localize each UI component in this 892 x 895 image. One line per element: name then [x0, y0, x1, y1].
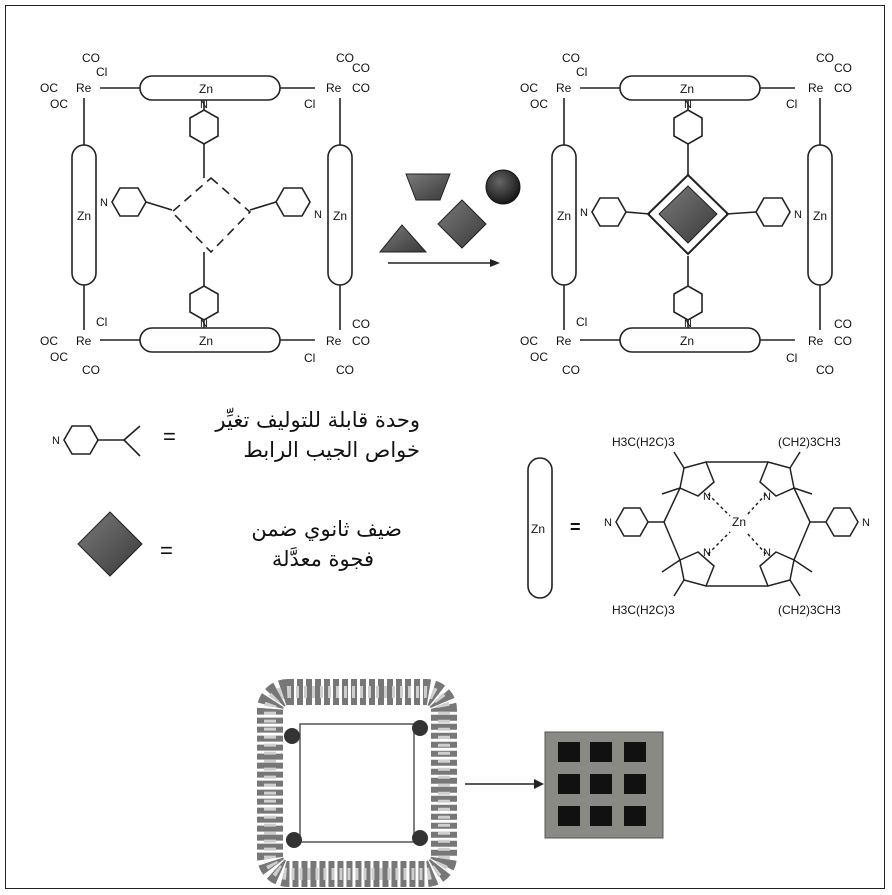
cl-label: Cl	[304, 351, 315, 365]
n-label: N	[100, 197, 108, 209]
guest-shapes	[378, 169, 521, 267]
oc-label: OC	[50, 97, 68, 111]
n-label: N	[200, 318, 208, 330]
zn-label: Zn	[77, 209, 91, 223]
oc-label: OC	[50, 350, 68, 364]
n-label: N	[862, 517, 870, 529]
sphere-guest	[485, 169, 521, 205]
triangle-guest	[378, 224, 428, 253]
co-label: CO	[352, 61, 370, 75]
zn-label: Zn	[199, 82, 213, 96]
co-label: CO	[82, 51, 100, 65]
butyl-substituent-label: H3C(H2C)3	[612, 435, 675, 449]
zn-label: Zn	[531, 522, 545, 536]
n-label: N	[703, 491, 711, 503]
left-assembly	[71, 75, 353, 353]
co-label: CO	[562, 363, 580, 377]
re-label: Re	[556, 81, 572, 95]
zn-label: Zn	[680, 82, 694, 96]
cl-label: Cl	[786, 351, 797, 365]
cl-label: Cl	[576, 315, 587, 329]
butyl-substituent-label: (CH2)3CH3	[778, 603, 841, 617]
diamond-guest	[437, 199, 487, 249]
zn-label: Zn	[333, 209, 347, 223]
re-label: Re	[326, 334, 342, 348]
zn-rod-legend	[527, 457, 553, 599]
co-label: CO	[336, 363, 354, 377]
linker-description-line1: وحدة قابلة للتوليف تغيِّر	[215, 408, 420, 432]
co-label: CO	[352, 334, 370, 348]
arrow-to-micrograph	[534, 779, 544, 789]
zn-label: Zn	[680, 334, 694, 348]
guest-description-line2: فجوة معدَّلة	[271, 547, 374, 571]
co-label: CO	[834, 334, 852, 348]
oc-label: OC	[530, 350, 548, 364]
reaction-arrow-head	[490, 259, 500, 267]
right-assembly-labels: Zn Zn Zn Zn N N N N Re CO Cl OC OC Re CO…	[520, 51, 852, 377]
figure-frame	[5, 5, 885, 889]
butyl-substituent-label: (CH2)3CH3	[778, 435, 841, 449]
linker-legend-structure	[63, 425, 141, 457]
cl-label: Cl	[576, 65, 587, 79]
n-label: N	[684, 318, 692, 330]
oc-label: OC	[520, 334, 538, 348]
linker-description-line2: خواص الجيب الرابط	[243, 438, 420, 462]
cl-label: Cl	[96, 315, 107, 329]
porphyrin-labels: Zn N N N N N N H3C(H2C)3 (CH2)3CH3 H3C(H…	[604, 435, 870, 617]
oc-label: OC	[520, 81, 538, 95]
n-label: N	[763, 547, 771, 559]
re-label: Re	[808, 334, 824, 348]
co-label: CO	[82, 363, 100, 377]
oc-label: OC	[40, 81, 58, 95]
bound-guest	[658, 185, 718, 244]
co-label: CO	[562, 51, 580, 65]
co-label: CO	[352, 81, 370, 95]
cl-label: Cl	[786, 97, 797, 111]
re-label: Re	[76, 334, 92, 348]
re-label: Re	[556, 334, 572, 348]
co-label: CO	[834, 81, 852, 95]
right-assembly	[551, 75, 833, 353]
co-label: CO	[816, 51, 834, 65]
n-label: N	[52, 435, 60, 447]
equals-sign: =	[163, 424, 176, 449]
n-label: N	[314, 209, 322, 221]
micrograph-photo	[544, 731, 664, 839]
zn-label: Zn	[813, 209, 827, 223]
zn-label: Zn	[557, 209, 571, 223]
zn-label: Zn	[732, 515, 746, 529]
n-label: N	[684, 99, 692, 111]
n-label: N	[200, 99, 208, 111]
co-label: CO	[336, 51, 354, 65]
cl-label: Cl	[304, 97, 315, 111]
equals-sign: =	[160, 538, 173, 563]
guest-legend-diamond	[77, 511, 143, 577]
butyl-substituent-label: H3C(H2C)3	[612, 603, 675, 617]
re-label: Re	[326, 81, 342, 95]
oc-label: OC	[40, 334, 58, 348]
porphyrin-structure	[615, 451, 859, 597]
equals-sign: =	[570, 517, 581, 537]
co-label: CO	[816, 363, 834, 377]
zn-label: Zn	[199, 334, 213, 348]
left-assembly-labels: Zn Zn Zn Zn N N N N Re CO Cl OC OC Re CO…	[40, 51, 370, 377]
re-label: Re	[76, 81, 92, 95]
n-label: N	[794, 209, 802, 221]
n-label: N	[763, 491, 771, 503]
re-label: Re	[808, 81, 824, 95]
trapezoid-guest	[405, 173, 451, 201]
co-label: CO	[834, 61, 852, 75]
guest-description-line1: ضيف ثانوي ضمن	[251, 517, 402, 541]
co-label: CO	[834, 317, 852, 331]
oc-label: OC	[530, 97, 548, 111]
n-label: N	[604, 517, 612, 529]
n-label: N	[703, 547, 711, 559]
co-label: CO	[352, 317, 370, 331]
n-label: N	[580, 207, 588, 219]
cl-label: Cl	[96, 65, 107, 79]
space-filling-model	[257, 679, 457, 887]
